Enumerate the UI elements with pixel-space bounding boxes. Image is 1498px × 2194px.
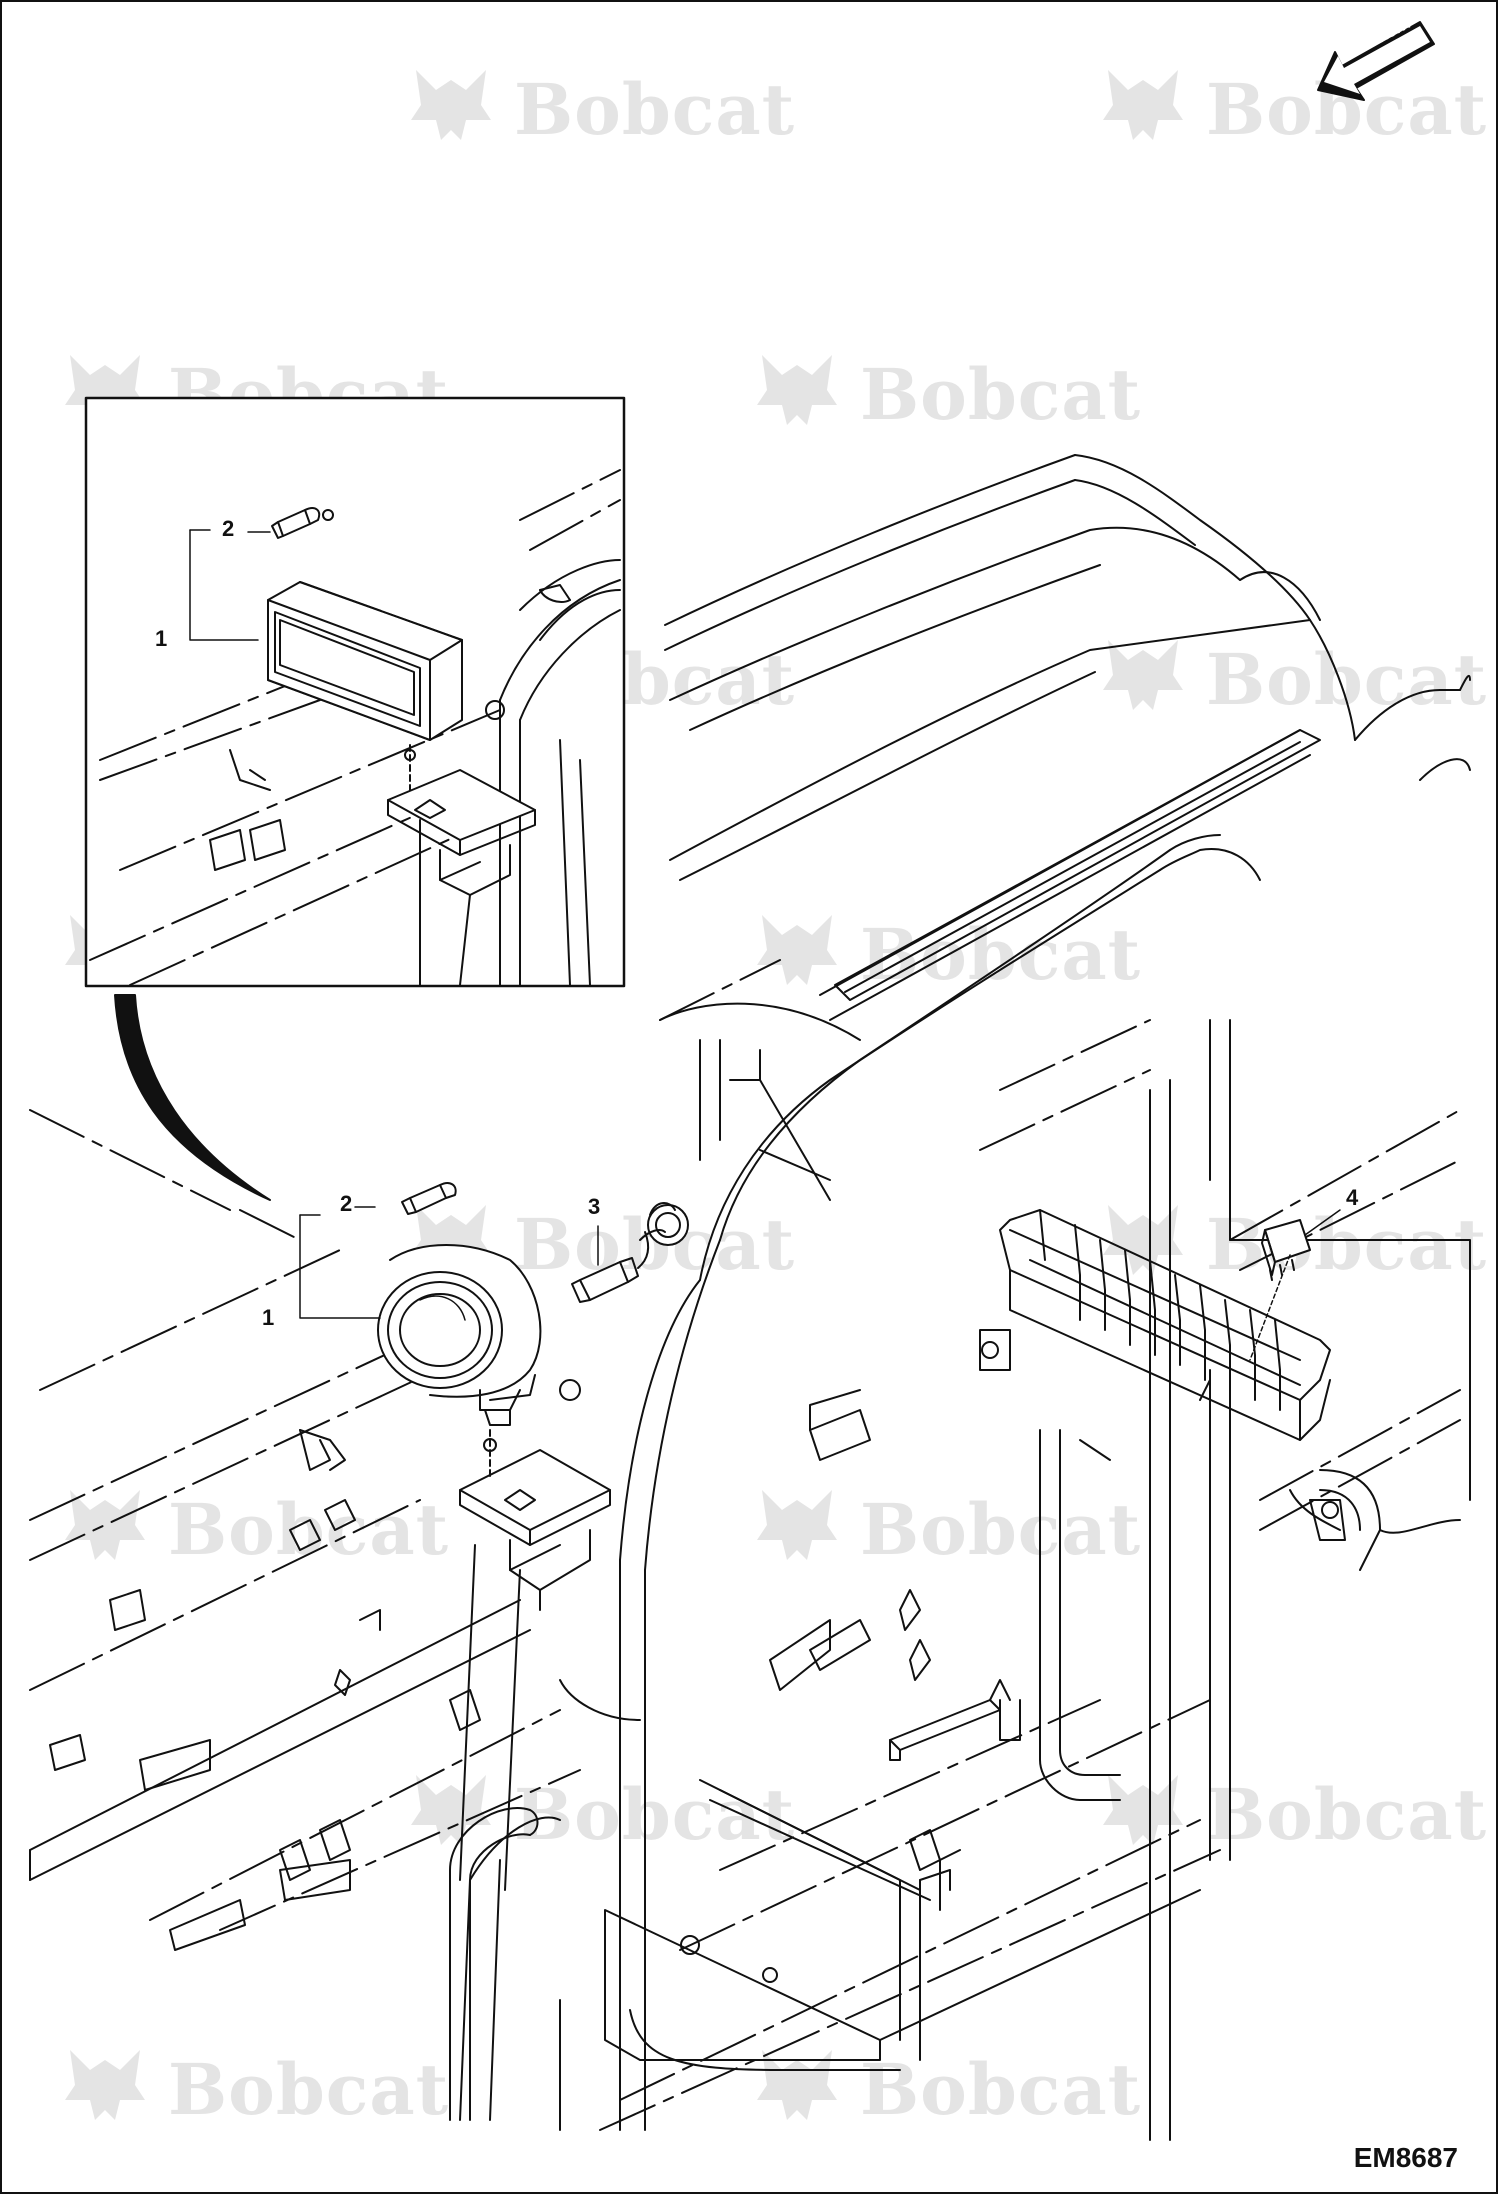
mounting-brackets [49, 1379, 1211, 1951]
callout-1: 1 [155, 626, 168, 651]
inset-bulb-part-2 [271, 507, 334, 539]
light-mount-bracket [459, 1429, 611, 1611]
cab-rear-wall [659, 1002, 861, 1201]
handle-bar [449, 1807, 539, 2121]
cab-frame [619, 834, 1471, 2141]
inset-pointer-arrow [114, 994, 271, 1201]
front-direction-arrow-icon [1317, 21, 1435, 101]
callout-2: 2 [340, 1191, 353, 1216]
cab-roof [664, 454, 1471, 1021]
wire-harness [1079, 1439, 1461, 1571]
inset-work-light-part-1 [267, 581, 463, 741]
leader-lines [189, 529, 1341, 1361]
callout-1: 1 [262, 1305, 275, 1330]
connector-part-3 [571, 1202, 689, 1303]
callout-4: 4 [1346, 1185, 1359, 1210]
callout-3: 3 [588, 1194, 601, 1219]
post-under-light [459, 1379, 581, 1891]
side-panel [29, 1599, 901, 2131]
fuse-panel [979, 1209, 1346, 1541]
bulb-part-2 [401, 1182, 457, 1215]
inset-light-mount-bracket [387, 744, 536, 986]
callout-2: 2 [222, 516, 235, 541]
cab-floor [29, 959, 1461, 2131]
floor-plate [604, 1779, 1201, 2061]
figure-id: EM8687 [1353, 2142, 1458, 2173]
relay-part-4 [1261, 1219, 1311, 1281]
work-light-part-1 [377, 1244, 542, 1426]
